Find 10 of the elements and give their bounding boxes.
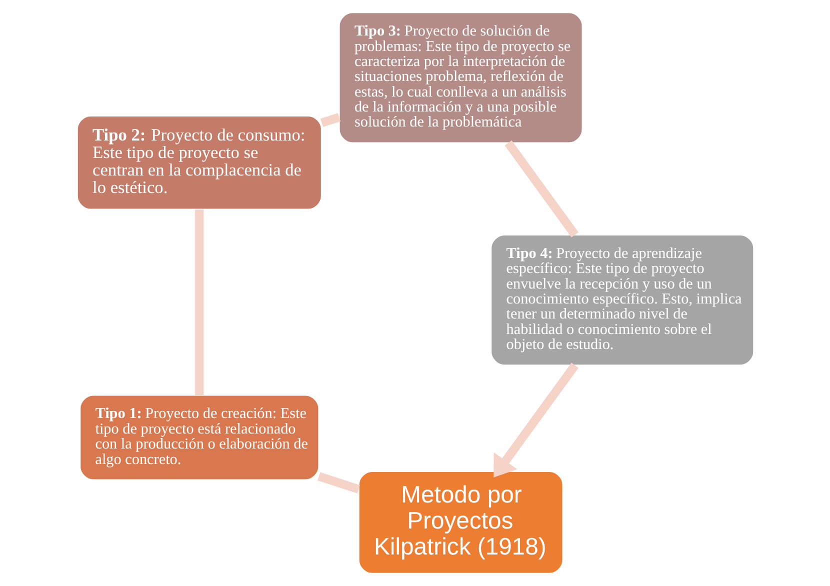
node-box: Tipo 1: Proyecto de creación: Este tipo de proyecto está relacionado con la producción o elaboración de algo concreto. [79,394,319,480]
connector [194,210,204,396]
node-box: Tipo 2: Proyecto de consumo: Este tipo de proyecto se centran en la complacencia de lo estético. [76,115,322,210]
connector [317,472,360,494]
connector [320,113,340,128]
arrow [492,362,578,478]
connector [504,140,578,238]
node-box: Metodo por Proyectos Kilpatrick (1918) [358,470,563,574]
node-box: Tipo 3: Proyecto de solución de problemas: Este tipo de proyecto se caracteriza por la interpretación de situaciones problema, reflexión de estas, lo cual conlleva a un análisis de la información y a una posible solución de la problemática [338,12,582,144]
node-box: Tipo 4: Proyecto de aprendizaje específico: Este tipo de proyecto envuelve la recepción y uso de un conocimiento específico. Esto, implica tener un determinado nivel de habilidad o conocimiento sobre el objeto de estudio. [490,234,754,366]
